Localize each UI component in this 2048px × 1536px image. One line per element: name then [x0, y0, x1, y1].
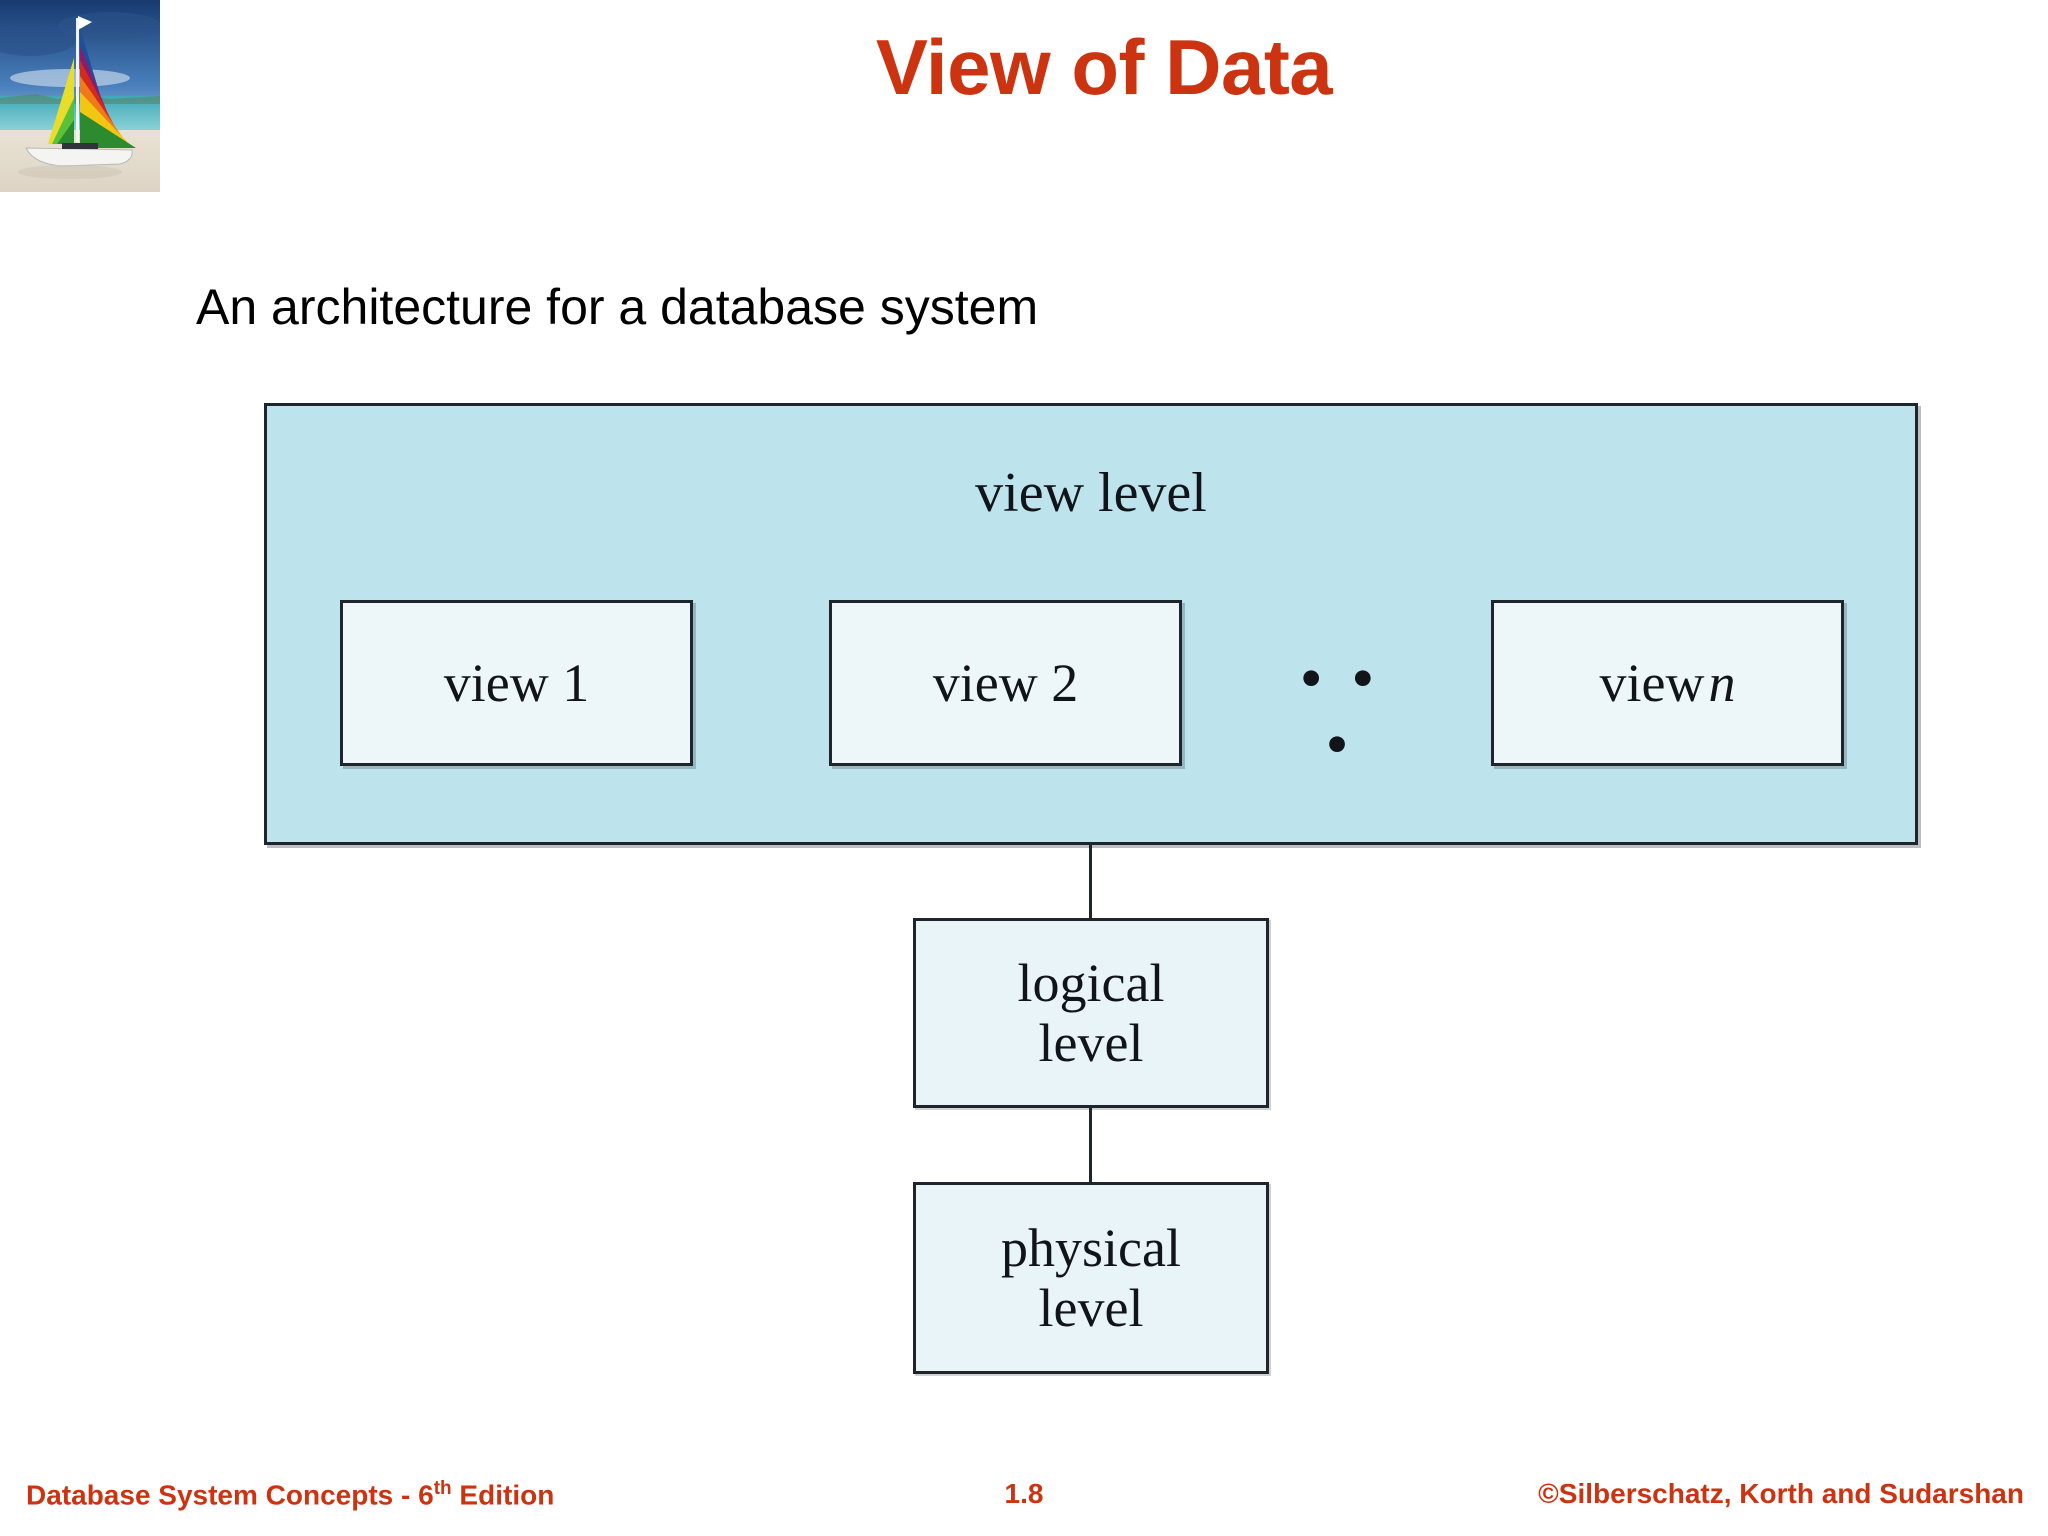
ellipsis-icon: • • • — [1299, 642, 1381, 781]
logical-level-label-line1: logical — [1017, 952, 1165, 1013]
view-n-italic-index: n — [1708, 653, 1736, 713]
physical-level-box: physical level — [913, 1182, 1269, 1374]
connector-view-to-logical — [1089, 845, 1092, 920]
view-2-box: view 2 — [829, 600, 1182, 766]
view-1-box: view 1 — [340, 600, 693, 766]
physical-level-label-line2: level — [1038, 1278, 1144, 1338]
footer-edition-ordinal: th — [433, 1478, 452, 1499]
body-text: An architecture for a database system — [196, 279, 1039, 335]
footer-edition-text: Database System Concepts - 6 — [26, 1479, 434, 1511]
sailboat-logo — [0, 0, 160, 192]
page-number: 1.8 — [1004, 1478, 1044, 1509]
connector-logical-to-physical — [1089, 1107, 1092, 1184]
physical-level-label-line1: physical — [1001, 1217, 1181, 1278]
view-level-label: view level — [975, 462, 1207, 524]
logical-level-box: logical level — [913, 918, 1269, 1108]
page-title: View of Data — [875, 23, 1333, 111]
view-1-label: view 1 — [443, 653, 590, 713]
footer-edition: Database System Concepts - 6th Edition — [26, 1478, 554, 1511]
logical-level-label-line2: level — [1038, 1013, 1144, 1073]
view-2-label: view 2 — [932, 653, 1079, 713]
footer-copyright: ©Silberschatz, Korth and Sudarshan — [1538, 1478, 2024, 1509]
view-n-label: view — [1599, 653, 1705, 713]
footer-edition-tail: Edition — [451, 1479, 555, 1511]
